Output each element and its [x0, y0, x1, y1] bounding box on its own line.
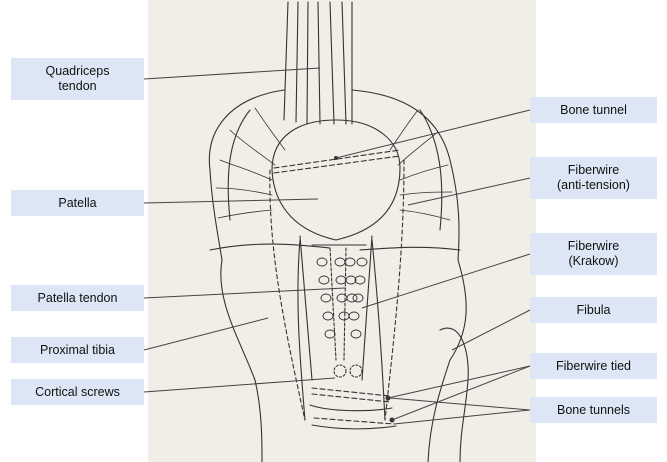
label-line: Quadriceps: [46, 64, 110, 79]
label-patella-tendon: Patella tendon: [11, 285, 144, 311]
label-line: (Krakow): [568, 254, 618, 269]
label-line: tendon: [58, 79, 96, 94]
sketch-paper: [148, 0, 536, 462]
label-fiberwire-tied: Fiberwire tied: [530, 353, 657, 379]
label-line: Proximal tibia: [40, 343, 115, 358]
label-patella: Patella: [11, 190, 144, 216]
label-bone-tunnel: Bone tunnel: [530, 97, 657, 123]
label-bone-tunnels: Bone tunnels: [530, 397, 657, 423]
label-cortical-screws: Cortical screws: [11, 379, 144, 405]
label-line: Fibula: [576, 303, 610, 318]
label-line: Fiberwire: [568, 163, 619, 178]
label-fiberwire-anti-tension: Fiberwire (anti-tension): [530, 157, 657, 199]
label-fibula: Fibula: [530, 297, 657, 323]
label-line: Patella: [58, 196, 96, 211]
label-line: Bone tunnel: [560, 103, 627, 118]
label-line: Patella tendon: [38, 291, 118, 306]
label-proximal-tibia: Proximal tibia: [11, 337, 144, 363]
label-line: Fiberwire tied: [556, 359, 631, 374]
label-line: Fiberwire: [568, 239, 619, 254]
label-quadriceps-tendon: Quadriceps tendon: [11, 58, 144, 100]
label-line: Cortical screws: [35, 385, 120, 400]
label-line: (anti-tension): [557, 178, 630, 193]
label-line: Bone tunnels: [557, 403, 630, 418]
label-fiberwire-krakow: Fiberwire (Krakow): [530, 233, 657, 275]
